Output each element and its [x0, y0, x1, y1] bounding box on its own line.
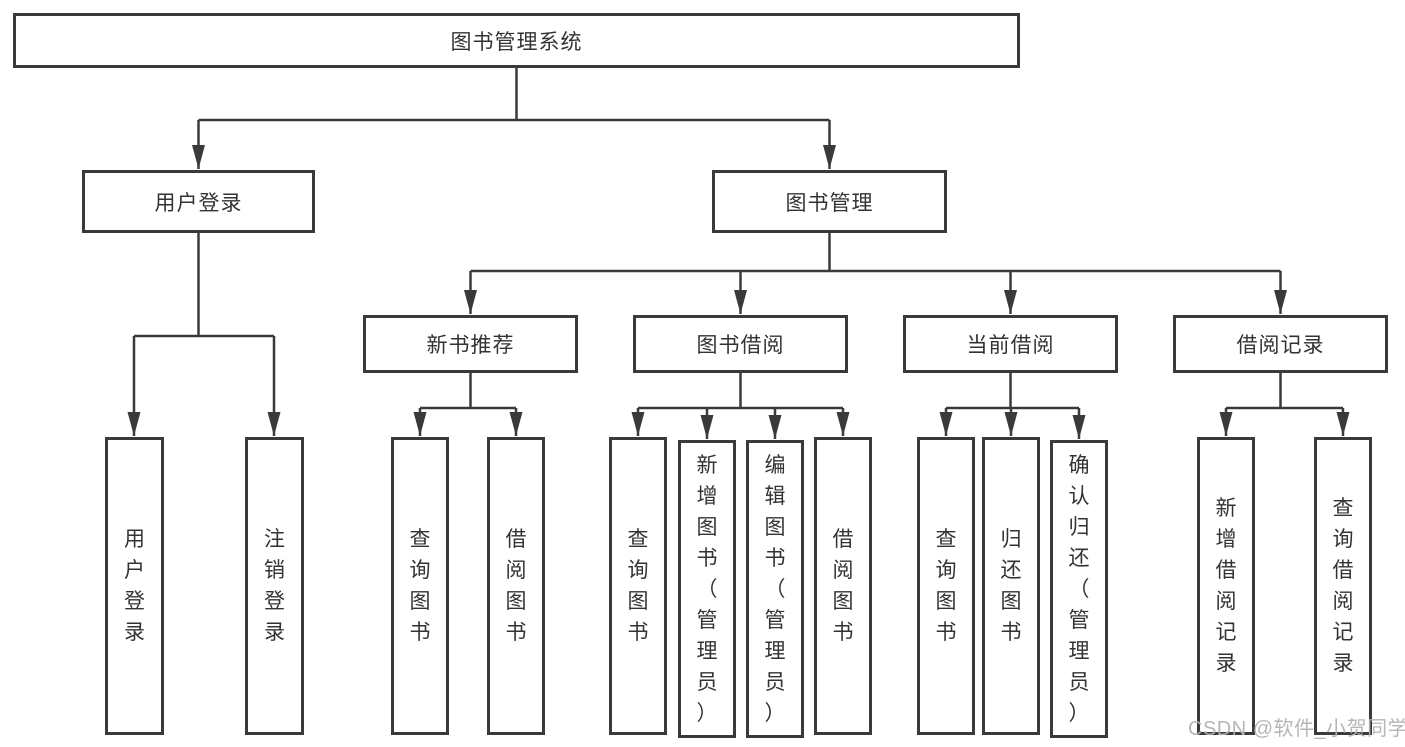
leaf-user-login: 用 户 登 录: [105, 437, 164, 735]
leaf-query-books-current: 查 询 图 书: [917, 437, 975, 735]
leaf-add-books-admin: 新 增 图 书 （ 管 理 员 ）: [678, 440, 736, 738]
node-book-management: 图书管理: [712, 170, 947, 233]
leaf-query-books-borrowing: 查 询 图 书: [609, 437, 667, 735]
leaf-query-books-recommend: 查 询 图 书: [391, 437, 449, 735]
leaf-borrow-books: 借 阅 图 书: [814, 437, 872, 735]
connector-userlogin-split: [134, 233, 274, 338]
connector-current-split: [946, 373, 1079, 410]
node-borrowing-records: 借阅记录: [1173, 315, 1388, 373]
leaf-confirm-return-admin: 确 认 归 还 （ 管 理 员 ）: [1050, 440, 1108, 738]
connector-bookmgmt-split: [470, 233, 1281, 273]
leaf-query-borrow-record: 查 询 借 阅 记 录: [1314, 437, 1372, 735]
leaf-return-books: 归 还 图 书: [982, 437, 1040, 735]
connector-newbook-split: [420, 373, 516, 410]
leaf-logout: 注 销 登 录: [245, 437, 304, 735]
connector-records-split: [1226, 373, 1343, 410]
node-user-login: 用户登录: [82, 170, 315, 233]
node-new-book-recommend: 新书推荐: [363, 315, 578, 373]
leaf-add-borrow-record: 新 增 借 阅 记 录: [1197, 437, 1255, 735]
connector-borrow-split: [638, 373, 843, 410]
leaf-borrow-books-recommend: 借 阅 图 书: [487, 437, 545, 735]
watermark: CSDN @软件_小贺同学: [1188, 718, 1405, 740]
node-current-borrowing: 当前借阅: [903, 315, 1118, 373]
connector-root-split: [198, 68, 830, 122]
node-book-borrowing: 图书借阅: [633, 315, 848, 373]
leaf-edit-books-admin: 编 辑 图 书 （ 管 理 员 ）: [746, 440, 804, 738]
node-library-management-system: 图书管理系统: [13, 13, 1020, 68]
